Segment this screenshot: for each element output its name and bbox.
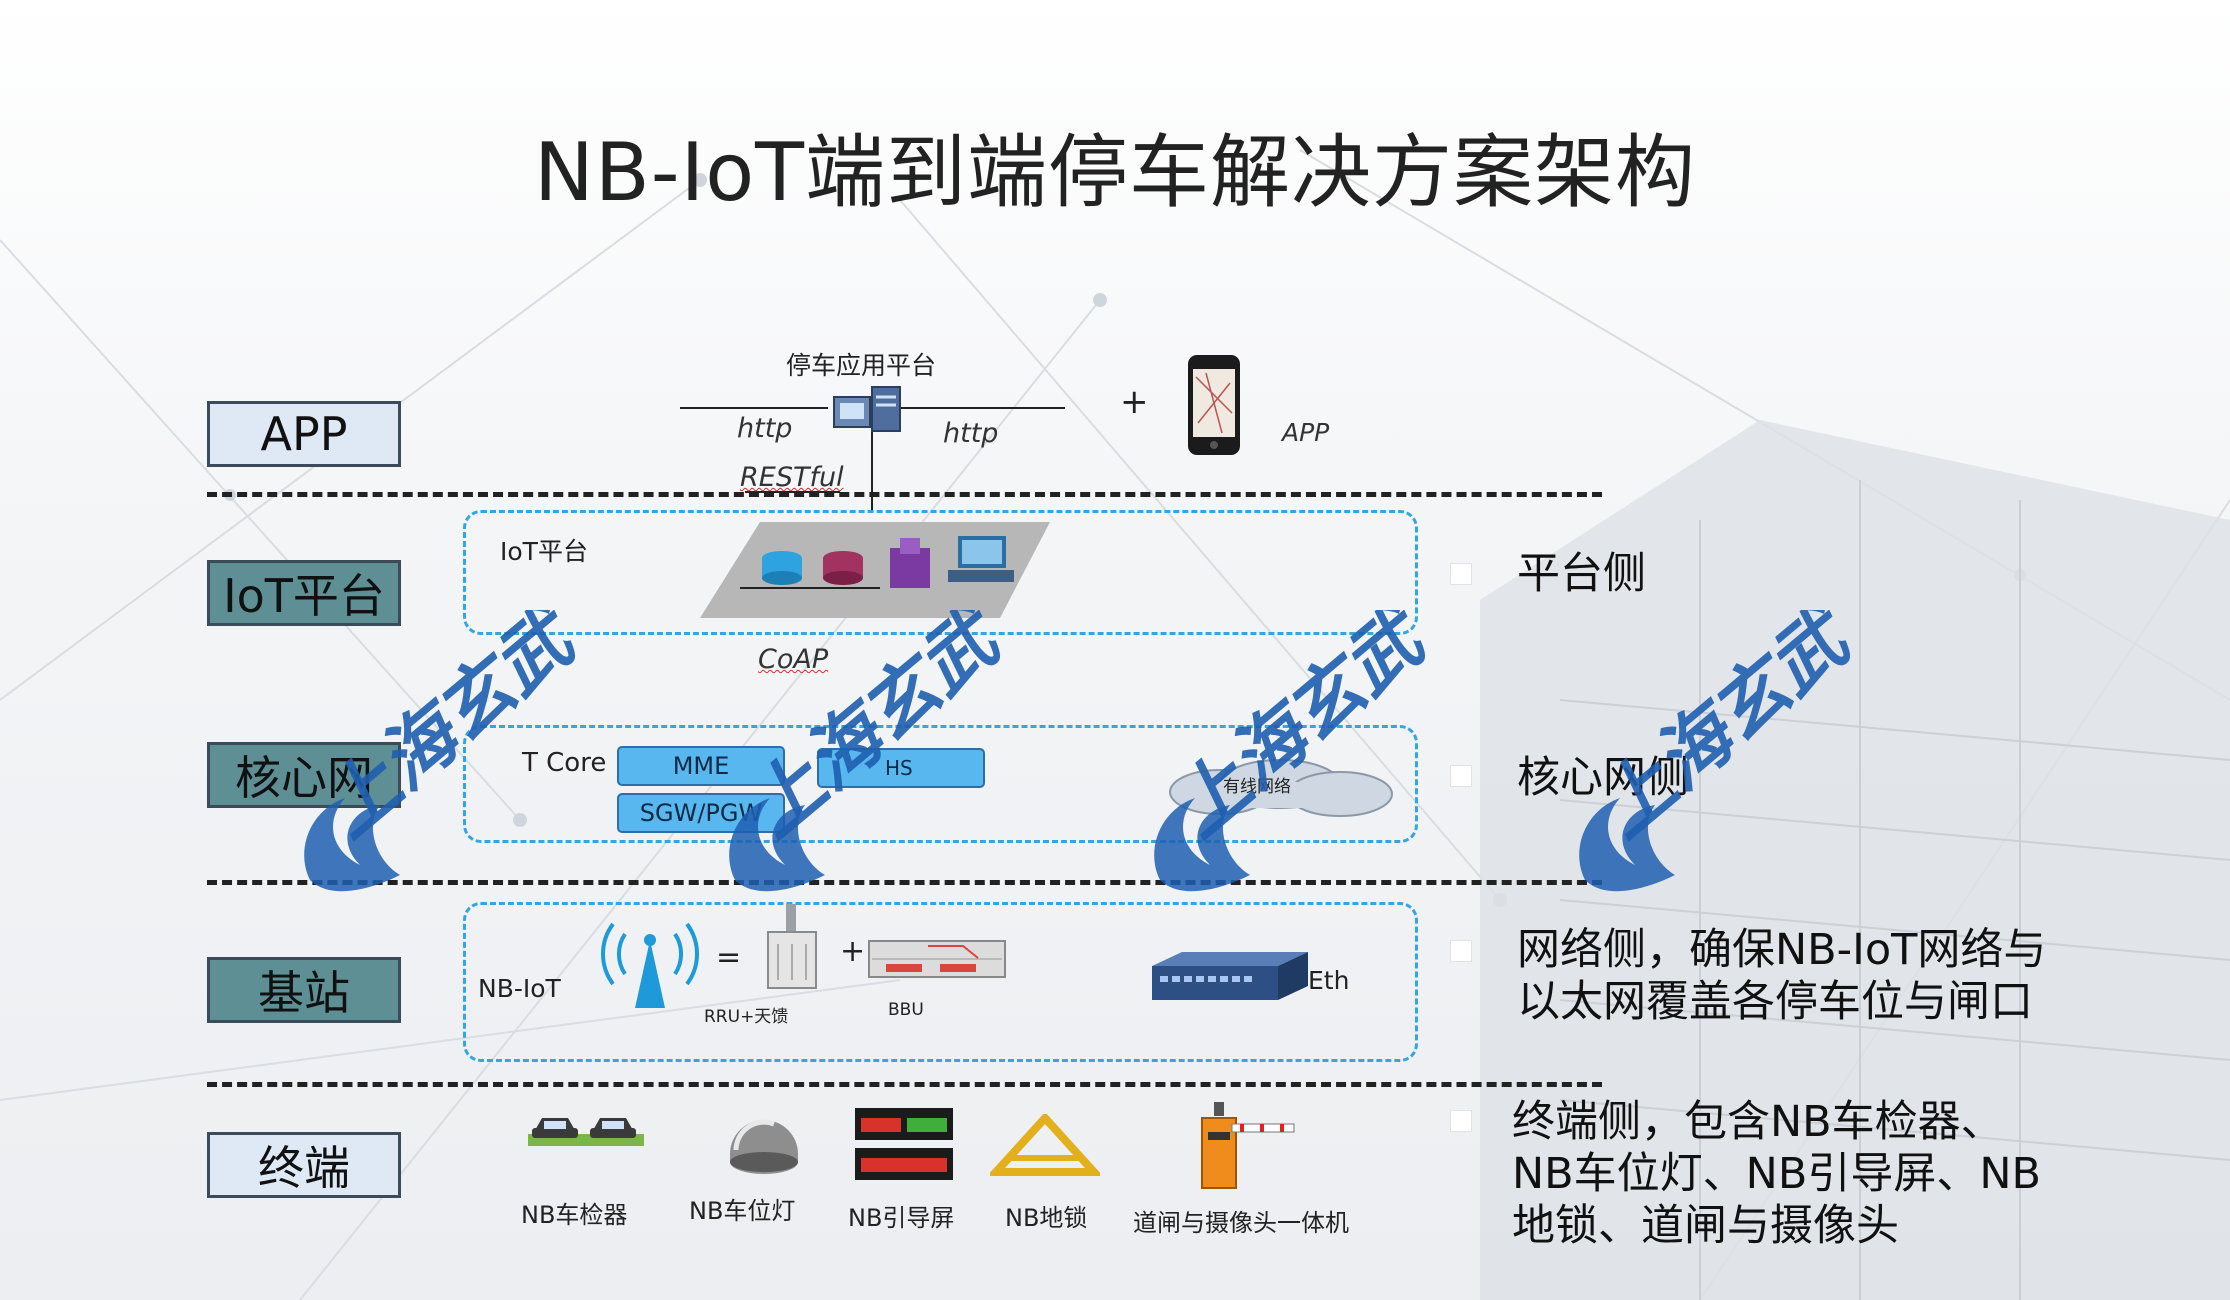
bbu-label: BBU: [888, 1000, 924, 1020]
watermark-logo-3: 上海玄武: [1154, 610, 1445, 892]
watermark-text-1: 上海玄武: [306, 610, 595, 854]
terminal-caption-gate: 道闸与摄像头一体机: [1133, 1209, 1349, 1237]
side-text-network-2: 以太网覆盖各停车位与闸口: [1517, 977, 2033, 1027]
separator-app: [207, 492, 1602, 497]
side-text-network-1: 网络侧，确保NB-IoT网络与: [1517, 925, 2047, 975]
wired-network-label: 有线网络: [1223, 777, 1291, 797]
space-light-icon: [730, 1119, 798, 1174]
eth-label: Eth: [1308, 966, 1350, 995]
ethernet-switch-icon: [1152, 952, 1308, 1000]
mme-box: MME: [617, 746, 785, 786]
bbu-plus-sign: +: [840, 934, 866, 969]
smartphone-icon: [1188, 355, 1240, 455]
iot-platform-equipment-icon: [700, 522, 1050, 618]
http-left-label: http: [737, 413, 793, 444]
car-detector-icon: [528, 1118, 644, 1146]
side-bullet-terminal: [1450, 1110, 1472, 1132]
bbu-icon: [868, 940, 1006, 978]
watermark-logo-4: 上海玄武: [1579, 610, 1870, 892]
restful-label: RESTful: [740, 462, 844, 493]
base-station-zone: [463, 902, 1418, 1062]
terminal-caption-lock: NB地锁: [1005, 1204, 1088, 1232]
equals-sign: =: [716, 940, 742, 975]
core-network-zone: [463, 725, 1418, 843]
watermark-text-3: 上海玄武: [1156, 610, 1445, 854]
side-text-terminal-1: 终端侧，包含NB车检器、: [1512, 1097, 2004, 1147]
side-text-core: 核心网侧: [1517, 753, 1689, 803]
server-icon: [833, 386, 901, 432]
watermark-logo-1: 上海玄武: [304, 610, 595, 892]
nbiot-label: NB-IoT: [478, 974, 561, 1003]
terminal-caption-light: NB车位灯: [689, 1197, 796, 1225]
layer-label-terminal: 终端: [207, 1132, 401, 1198]
app-label: APP: [1282, 418, 1330, 447]
layer-label-iot: IoT平台: [207, 560, 401, 626]
separator-core: [207, 880, 1602, 885]
rru-icon: [767, 904, 817, 989]
side-text-platform: 平台侧: [1517, 549, 1646, 599]
watermark-text-4: 上海玄武: [1581, 610, 1870, 854]
iot-platform-zone: [463, 510, 1418, 635]
http-right-label: http: [943, 418, 999, 449]
side-bullet-network: [1450, 940, 1472, 962]
layer-label-base: 基站: [207, 957, 401, 1023]
app-plus-sign: +: [1120, 382, 1149, 422]
terminal-caption-detector: NB车检器: [521, 1201, 628, 1229]
side-text-terminal-3: 地锁、道闸与摄像头: [1512, 1201, 1899, 1251]
side-text-terminal-2: NB车位灯、NB引导屏、NB: [1512, 1149, 2041, 1199]
ground-lock-icon: [990, 1114, 1100, 1176]
antenna-tower-icon: [601, 922, 699, 1008]
coap-label: CoAP: [758, 644, 829, 675]
hss-box: HS: [817, 748, 985, 788]
side-bullet-platform: [1450, 563, 1472, 585]
layer-label-app: APP: [207, 401, 401, 467]
sgw-pgw-box: SGW/PGW: [617, 793, 785, 833]
page-title: NB-IoT端到端停车解决方案架构: [534, 126, 1696, 219]
iot-platform-label: IoT平台: [500, 537, 588, 566]
epc-core-label: T Core: [522, 748, 607, 778]
guide-screen-icon: [855, 1108, 953, 1180]
wired-network-cloud-icon: [1169, 759, 1393, 817]
side-bullet-core: [1450, 765, 1472, 787]
terminal-caption-screen: NB引导屏: [848, 1204, 955, 1232]
watermark-logo-2: 上海玄武: [729, 610, 1020, 892]
rru-label: RRU+天馈: [704, 1007, 789, 1027]
separator-base: [207, 1082, 1602, 1087]
parking-platform-label: 停车应用平台: [786, 351, 937, 380]
watermark-text-2: 上海玄武: [731, 610, 1020, 854]
layer-label-core: 核心网: [207, 742, 401, 808]
platform-connection-lines: [680, 407, 1065, 510]
barrier-gate-icon: [1201, 1102, 1295, 1189]
